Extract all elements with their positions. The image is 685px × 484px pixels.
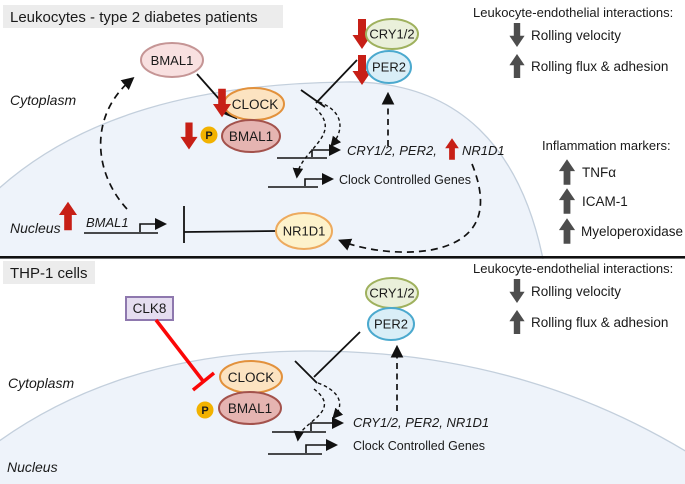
target-genes-label-top: CRY1/2, PER2, (347, 143, 437, 158)
panel-title-top: Leukocytes - type 2 diabetes patients (10, 9, 258, 26)
transcription-arrow-ccg-bottom (305, 439, 338, 453)
bmal1-complex-label-bottom: BMAL1 (228, 401, 272, 416)
nucleus-region-top (0, 81, 543, 259)
nr1d1-translation-dashed-arrow (338, 163, 482, 253)
cry12-label-bottom: CRY1/2 (369, 286, 414, 301)
myeloperoxidase-label: Myeloperoxidase (581, 224, 683, 239)
panel-divider (0, 256, 685, 259)
per-cry-inhibition-bar-bottom (294, 360, 318, 384)
down-arrow-rolling-velocity-bottom (509, 279, 525, 303)
clock-label-top: CLOCK (232, 97, 279, 112)
per-cry-inhibition-line-bottom (313, 331, 361, 378)
target-genes-label-bottom: CRY1/2, PER2, NR1D1 (353, 415, 489, 430)
transcription-arrow-target-genes-top (311, 144, 341, 157)
bmal1-cytoplasmic-label: BMAL1 (151, 53, 194, 68)
per-cry-inhibition-bar-top (300, 89, 326, 108)
nr1d1-label: NR1D1 (283, 224, 326, 239)
complex-to-promoter1-dashed-top (318, 101, 342, 148)
clk8-inhibition-bar (191, 371, 216, 392)
clk8-label: CLK8 (133, 301, 167, 316)
cytoplasm-label-bottom: Cytoplasm (8, 375, 74, 391)
rolling-velocity-label-top: Rolling velocity (531, 28, 621, 43)
phospho-circle-bottom (196, 401, 214, 419)
per-cry-inhibition-line-top (315, 59, 358, 104)
bmal1-cytoplasmic-oval (140, 42, 204, 78)
up-arrow-myeloperoxidase (558, 218, 576, 244)
panel-type2-diabetes: Leukocytes - type 2 diabetes patients Cy… (0, 5, 683, 260)
transcription-arrow-bmal1-gene (139, 218, 167, 232)
nucleus-label-bottom: Nucleus (7, 459, 58, 475)
panel-title-bottom: THP-1 cells (10, 265, 88, 282)
clk8-inhibition-line (154, 318, 205, 383)
ccg-label-top: Clock Controlled Genes (339, 173, 471, 187)
up-arrow-tnfa (558, 159, 576, 185)
nucleus-region-bottom (0, 350, 685, 484)
phospho-circle-top (200, 126, 218, 144)
panel-title-bg-top (3, 5, 283, 28)
up-arrow-icam1 (558, 188, 576, 214)
nuclear-envelope-top (0, 81, 544, 260)
rolling-flux-label-top: Rolling flux & adhesion (531, 59, 668, 74)
bmal1-gene-label: BMAL1 (86, 215, 129, 230)
nr1d1-gene-label-top: NR1D1 (462, 143, 505, 158)
ccg-label-bottom: Clock Controlled Genes (353, 439, 485, 453)
up-arrow-rolling-flux-bottom (509, 310, 525, 334)
bmal1-complex-oval-bottom (218, 391, 282, 425)
rolling-velocity-label-bottom: Rolling velocity (531, 284, 621, 299)
up-arrow-rolling-flux-top (509, 54, 525, 78)
rolling-flux-label-bottom: Rolling flux & adhesion (531, 315, 668, 330)
nr1d1-oval (275, 212, 333, 250)
per2-oval-top (366, 50, 412, 84)
inflammation-title: Inflammation markers: (542, 138, 671, 153)
interactions-title-bottom: Leukocyte-endothelial interactions: (473, 261, 673, 276)
bmal1-export-dashed-arrow (99, 76, 135, 210)
nr1d1-inhibition-line (183, 230, 277, 233)
phospho-label-bottom: P (201, 405, 208, 417)
bmal1-complex-label-top: BMAL1 (229, 129, 273, 144)
down-arrow-rolling-velocity-top (509, 23, 525, 47)
complex-to-promoter2-dashed-bottom (293, 388, 326, 442)
transcription-arrow-target-genes-bottom (310, 417, 344, 431)
clk8-box (125, 296, 174, 321)
per2-oval-bottom (367, 307, 415, 341)
tnfa-label: TNFα (582, 165, 616, 180)
cytoplasm-label-top: Cytoplasm (10, 92, 76, 108)
per2-label-bottom: PER2 (374, 317, 408, 332)
interactions-title-top: Leukocyte-endothelial interactions: (473, 5, 673, 20)
panel-thp1-cells: THP-1 cells Cytoplasm Nucleus CLK8 CLOCK… (0, 261, 685, 484)
complex-to-promoter2-dashed-top (292, 107, 326, 179)
phospho-label-top: P (205, 130, 212, 142)
panel-title-bg-bottom (3, 261, 95, 284)
clock-label-bottom: CLOCK (228, 370, 275, 385)
complex-to-promoter1-dashed-bottom (317, 382, 344, 419)
per2-label-top: PER2 (372, 60, 406, 75)
cry12-label-top: CRY1/2 (369, 27, 414, 42)
icam1-label: ICAM-1 (582, 194, 628, 209)
nucleus-label-top: Nucleus (10, 220, 61, 236)
bmal1-complex-oval-top (221, 119, 281, 153)
cry12-oval-top (365, 18, 419, 50)
nuclear-envelope-bottom (0, 350, 685, 452)
transcription-arrow-ccg-top (304, 173, 334, 186)
